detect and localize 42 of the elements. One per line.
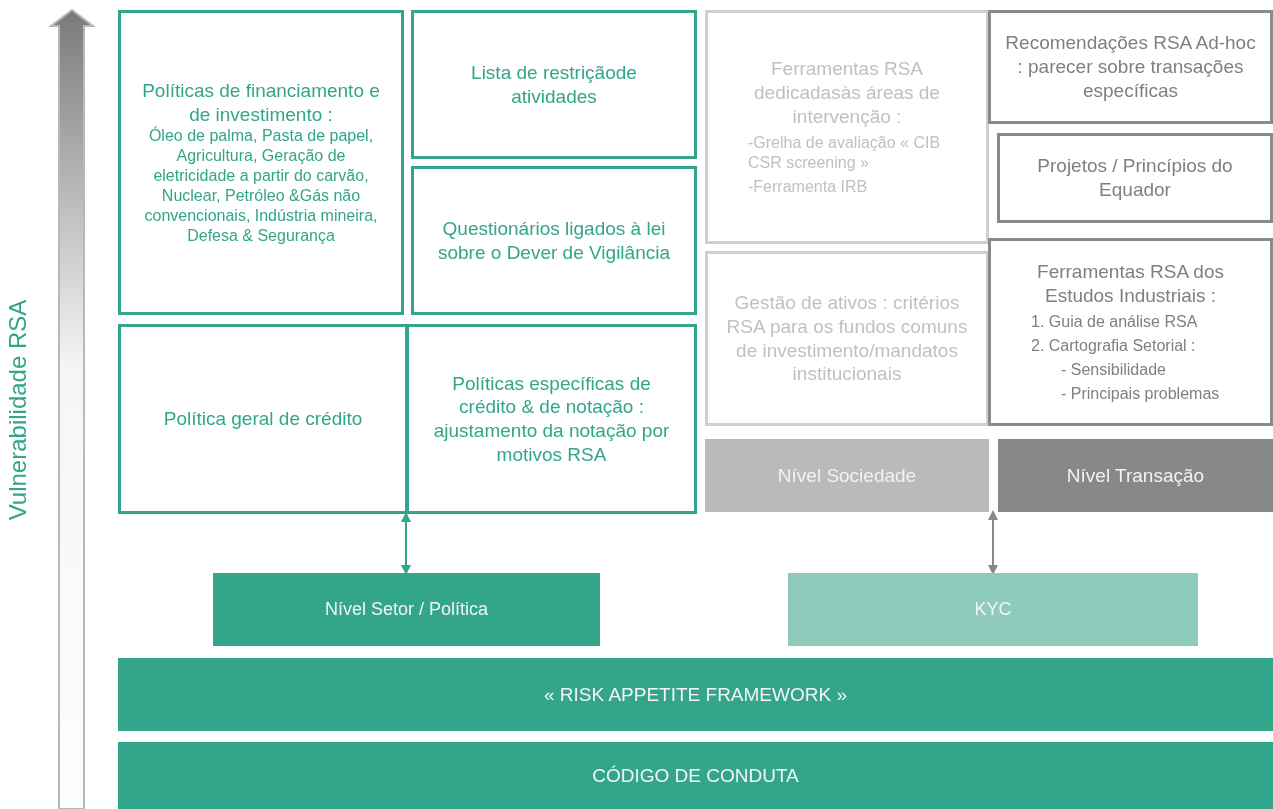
box-text: 1. Guia de análise RSA [1030,311,1199,332]
tool-box [705,251,989,426]
tool-box [705,10,989,244]
box-title: Nível Transação [1066,463,1205,488]
box-title: Ferramentas RSA dedicadasàs áreas de intervenção : [753,57,941,129]
framework-band [118,658,1273,731]
box-text: - Principais problemas [1060,383,1221,404]
box-title: Política geral de crédito [163,407,363,431]
box-title: Questionários ligados à lei sobre o Dever de Vigilância [437,216,671,265]
box-title: Nível Setor / Política [324,598,489,621]
tool-box [988,10,1273,124]
box-title: « RISK APPETITE FRAMEWORK » [544,682,847,707]
axis-label: Vulnerabilidade RSA [4,299,32,521]
tool-box [988,238,1273,426]
policy-box [406,324,697,514]
policy-box [411,10,697,159]
box-title: Políticas de financiamento e de investimento : [141,78,381,126]
box-title: Políticas específicas de crédito & de notação : ajustamento da notação por motivos RSA [432,371,671,467]
policy-box [118,324,408,514]
box-title: KYC [974,598,1012,621]
box-title: Recomendações RSA Ad-hoc : parecer sobre transações específicas [1005,31,1256,103]
level-bar [998,439,1273,512]
tool-box [997,133,1273,223]
box-title: Nível Sociedade [777,463,917,488]
box-title: Gestão de ativos : critérios RSA para os fundos comuns de investimento/mandatos institucionais [725,291,969,386]
box-text: 2. Cartografia Setorial : [1030,335,1197,356]
policy-box [118,10,404,315]
policy-box [411,166,697,315]
box-text: - Sensibilidade [1060,359,1167,380]
box-title: Projetos / Princípios do Equador [1036,154,1234,202]
box-text: -Ferramenta IRB [747,176,869,197]
level-bar [705,439,989,512]
double-arrow [401,512,411,575]
double-arrow [988,510,998,575]
box-text: -Grelha de avaliação « CIB CSR screening » [747,132,942,173]
box-text: Óleo de palma, Pasta de papel, Agricultura, Geração de eletricidade a partir do carvão, Nuclear, Petróleo &Gás não convencionais, Indústria mineira, Defesa & Segurança [143,126,379,247]
box-title: Ferramentas RSA dos Estudos Industriais : [1036,260,1225,308]
framework-band [118,742,1273,809]
level-bar [213,573,600,646]
level-bar [788,573,1198,646]
box-title: Lista de restriçãode atividades [470,60,638,109]
box-title: CÓDIGO DE CONDUTA [592,763,799,788]
